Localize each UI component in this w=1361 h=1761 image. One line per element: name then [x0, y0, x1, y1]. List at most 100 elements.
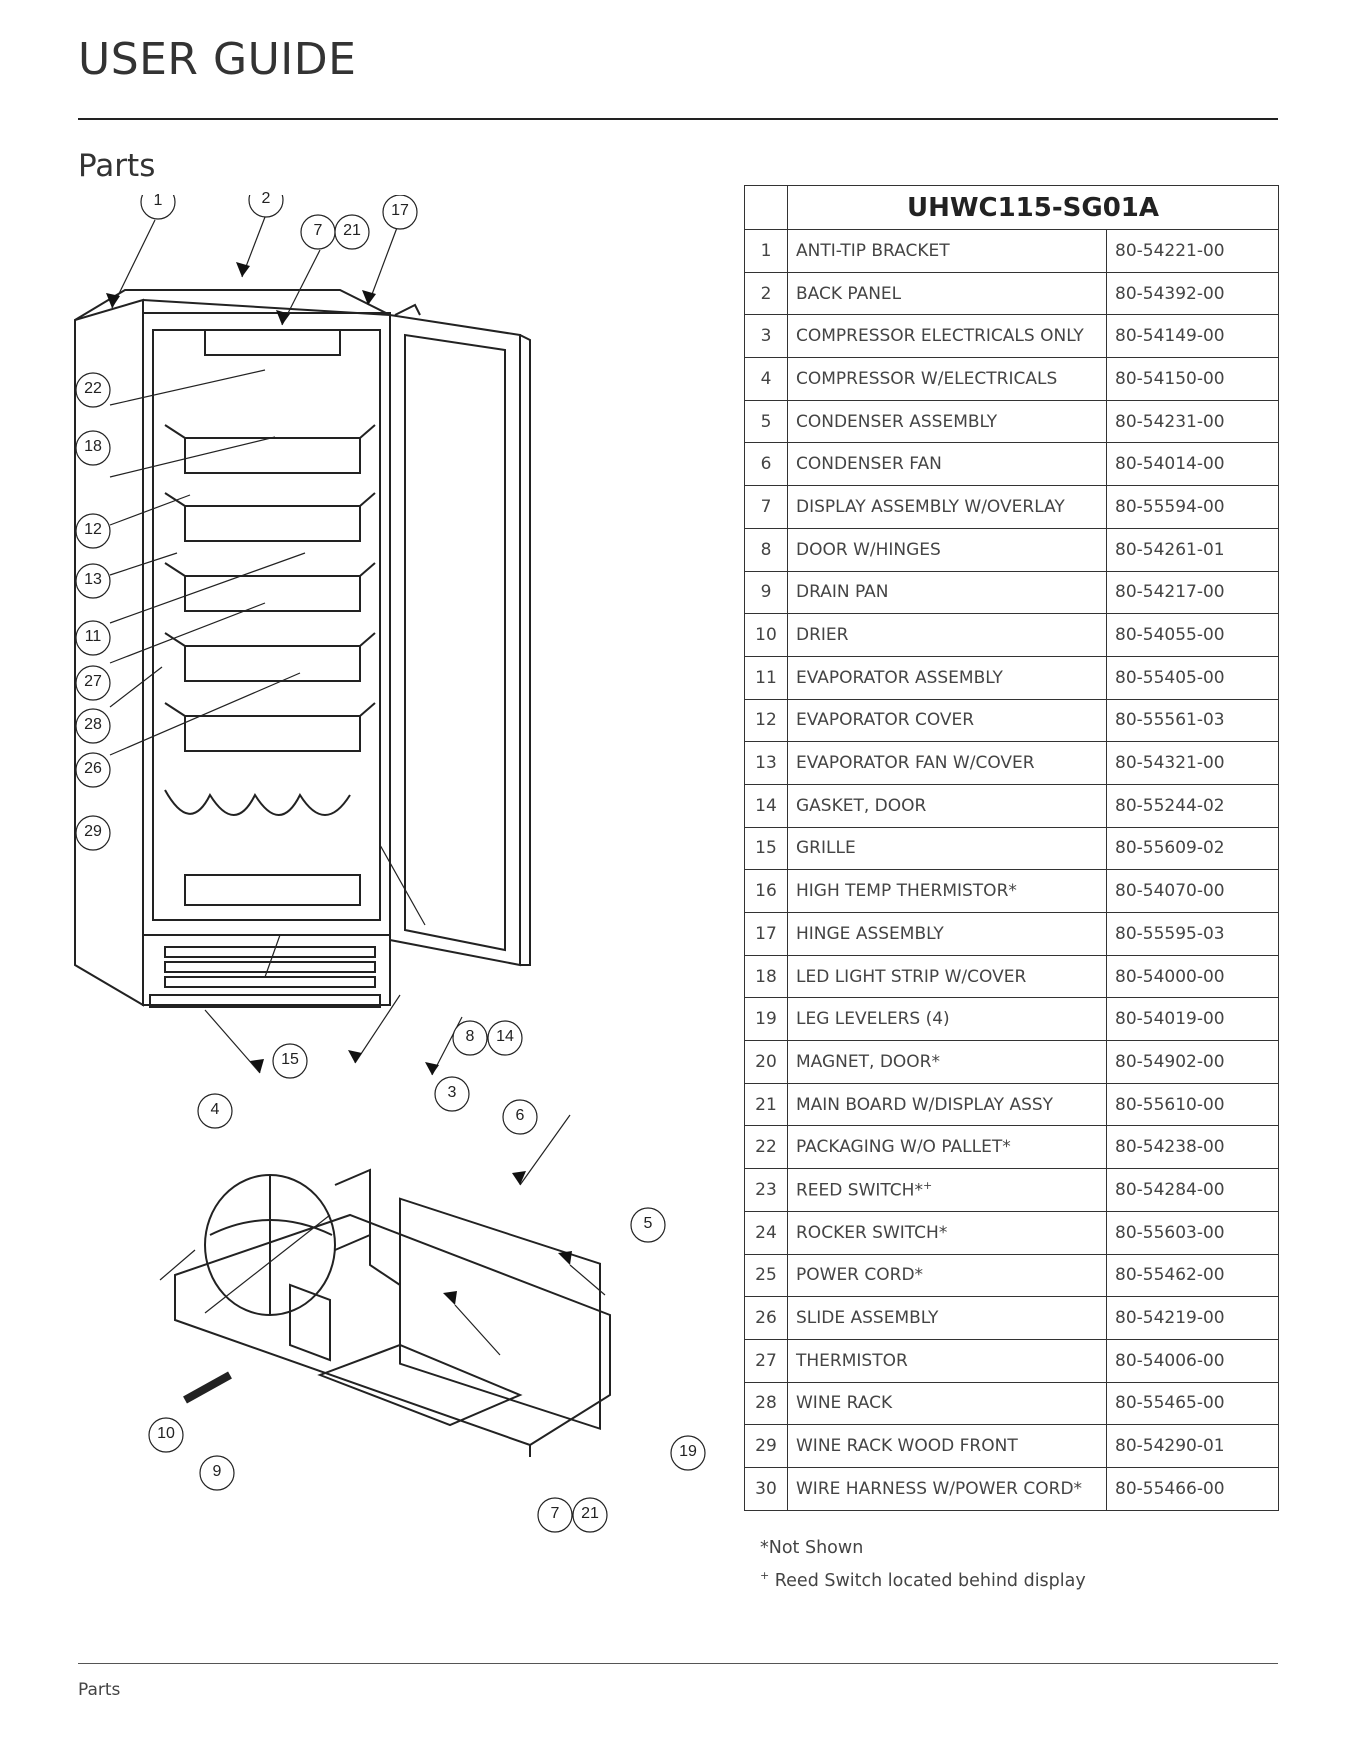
part-code: 80-54238-00	[1106, 1125, 1279, 1170]
table-header-blank	[744, 185, 788, 230]
note-not-shown: *Not Shown	[760, 1538, 864, 1558]
part-name: WIRE HARNESS W/POWER CORD*	[787, 1466, 1107, 1511]
document-title: USER GUIDE	[78, 34, 357, 85]
part-code: 80-55561-03	[1106, 698, 1279, 743]
callout-6: 6	[515, 1107, 525, 1124]
part-code: 80-55466-00	[1106, 1466, 1279, 1511]
part-code: 80-54070-00	[1106, 869, 1279, 913]
part-name: EVAPORATOR COVER	[787, 698, 1107, 743]
table-notes: *Not Shown + Reed Switch located behind …	[760, 1535, 1086, 1595]
part-number: 16	[744, 869, 788, 913]
part-number: 10	[744, 613, 788, 657]
part-name-text: GRILLE	[796, 838, 856, 859]
part-number: 27	[744, 1338, 788, 1383]
part-name: DRIER	[787, 613, 1107, 657]
part-number: 20	[744, 1040, 788, 1084]
part-name-text: ROCKER SWITCH*	[796, 1222, 948, 1243]
callout-29: 29	[84, 823, 102, 840]
section-title: Parts	[78, 148, 156, 184]
part-number: 24	[744, 1210, 788, 1255]
part-code: 80-54902-00	[1106, 1040, 1279, 1084]
part-name: POWER CORD*	[787, 1253, 1107, 1298]
part-number: 19	[744, 997, 788, 1042]
part-name-text: GASKET, DOOR	[796, 795, 927, 816]
part-number: 29	[744, 1424, 788, 1468]
part-name-text: REED SWITCH*	[796, 1180, 923, 1201]
part-name-text: CONDENSER ASSEMBLY	[796, 411, 998, 432]
part-number: 26	[744, 1296, 788, 1340]
table-row: 19 LEG LEVELERS (4) 80-54019-00	[744, 997, 1279, 1042]
part-number: 5	[744, 399, 788, 444]
part-name: SLIDE ASSEMBLY	[787, 1296, 1107, 1340]
callout-10: 10	[157, 1425, 175, 1442]
part-name: BACK PANEL	[787, 271, 1107, 316]
part-name: GASKET, DOOR	[787, 783, 1107, 828]
part-name-text: HIGH TEMP THERMISTOR*	[796, 881, 1017, 902]
part-number: 11	[744, 655, 788, 700]
part-name-text: DRIER	[796, 625, 849, 646]
callout-28: 28	[84, 716, 102, 733]
callout-9: 9	[212, 1463, 222, 1480]
part-number: 13	[744, 741, 788, 785]
part-name-text: EVAPORATOR COVER	[796, 710, 975, 731]
part-name-text: DOOR W/HINGES	[796, 539, 941, 560]
callout-21: 21	[343, 222, 361, 239]
part-code: 80-54321-00	[1106, 741, 1279, 785]
table-row: 5 CONDENSER ASSEMBLY 80-54231-00	[744, 399, 1279, 444]
part-name: DRAIN PAN	[787, 570, 1107, 615]
part-number: 22	[744, 1125, 788, 1170]
part-code: 80-54231-00	[1106, 399, 1279, 444]
callout-26: 26	[84, 760, 102, 777]
part-name-text: COMPRESSOR W/ELECTRICALS	[796, 368, 1058, 389]
part-name-text: PACKAGING W/O PALLET*	[796, 1137, 1011, 1158]
callout-3: 3	[447, 1084, 457, 1101]
callout-7b: 7	[550, 1505, 560, 1522]
header-divider	[78, 118, 1278, 120]
part-code: 80-55405-00	[1106, 655, 1279, 700]
part-name-text: ANTI-TIP BRACKET	[796, 240, 950, 261]
callout-14: 14	[496, 1028, 514, 1045]
part-number: 6	[744, 442, 788, 487]
part-code: 80-55595-03	[1106, 912, 1279, 956]
part-code: 80-55244-02	[1106, 783, 1279, 828]
table-row: 10 DRIER 80-54055-00	[744, 613, 1279, 657]
part-name: PACKAGING W/O PALLET*	[787, 1125, 1107, 1170]
part-number: 15	[744, 826, 788, 871]
callout-8: 8	[465, 1028, 475, 1045]
table-row: 14 GASKET, DOOR 80-55244-02	[744, 783, 1279, 828]
part-code: 80-54219-00	[1106, 1296, 1279, 1340]
part-number: 12	[744, 698, 788, 743]
part-name-text: LEG LEVELERS (4)	[796, 1009, 950, 1030]
part-name-text: WINE RACK WOOD FRONT	[796, 1436, 1018, 1457]
part-name: REED SWITCH*+	[787, 1168, 1107, 1212]
part-code: 80-54019-00	[1106, 997, 1279, 1042]
part-name: WINE RACK WOOD FRONT	[787, 1424, 1107, 1468]
part-name: WINE RACK	[787, 1381, 1107, 1426]
part-name-text: DISPLAY ASSEMBLY W/OVERLAY	[796, 496, 1065, 517]
part-name: HIGH TEMP THERMISTOR*	[787, 869, 1107, 913]
part-number: 30	[744, 1466, 788, 1511]
part-name-text: MAGNET, DOOR*	[796, 1051, 940, 1072]
part-number: 14	[744, 783, 788, 828]
part-number: 8	[744, 527, 788, 572]
part-name: EVAPORATOR FAN W/COVER	[787, 741, 1107, 785]
part-code: 80-54261-01	[1106, 527, 1279, 572]
part-name-text: COMPRESSOR ELECTRICALS ONLY	[796, 326, 1084, 347]
part-code: 80-54055-00	[1106, 613, 1279, 657]
